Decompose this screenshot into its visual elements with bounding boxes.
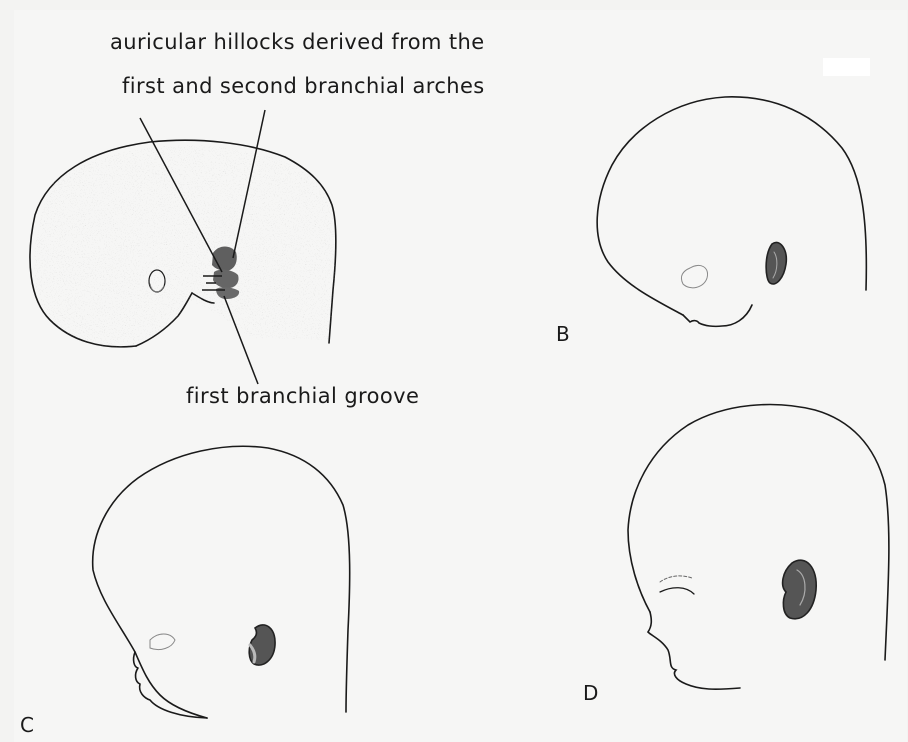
embryo-d-outline (628, 405, 889, 660)
embryo-d-brow (660, 576, 692, 582)
panel-label-d: D (583, 681, 598, 705)
embryo-b-eye (681, 265, 707, 287)
embryo-c-outline (93, 446, 350, 718)
embryo-d-ear (783, 560, 817, 619)
embryo-b (597, 97, 866, 327)
embryo-b-outline (597, 97, 866, 315)
embryo-c-ear (249, 625, 275, 665)
panel-label-b: B (556, 322, 570, 346)
embryo-c (93, 446, 350, 718)
embryo-c-face (134, 652, 207, 718)
groove-label: first branchial groove (186, 384, 419, 408)
embryo-d-eyelid (660, 588, 694, 594)
panel-label-c: C (20, 713, 34, 737)
embryo-d (628, 405, 889, 690)
hillocks-label-line1: auricular hillocks derived from the (110, 30, 485, 54)
embryo-b-ear (766, 242, 786, 284)
embryo-c-eye (150, 634, 175, 650)
embryo-b-face (683, 305, 752, 326)
hillocks-label-line2: first and second branchial arches (122, 74, 485, 98)
embryo-d-face (648, 612, 740, 689)
